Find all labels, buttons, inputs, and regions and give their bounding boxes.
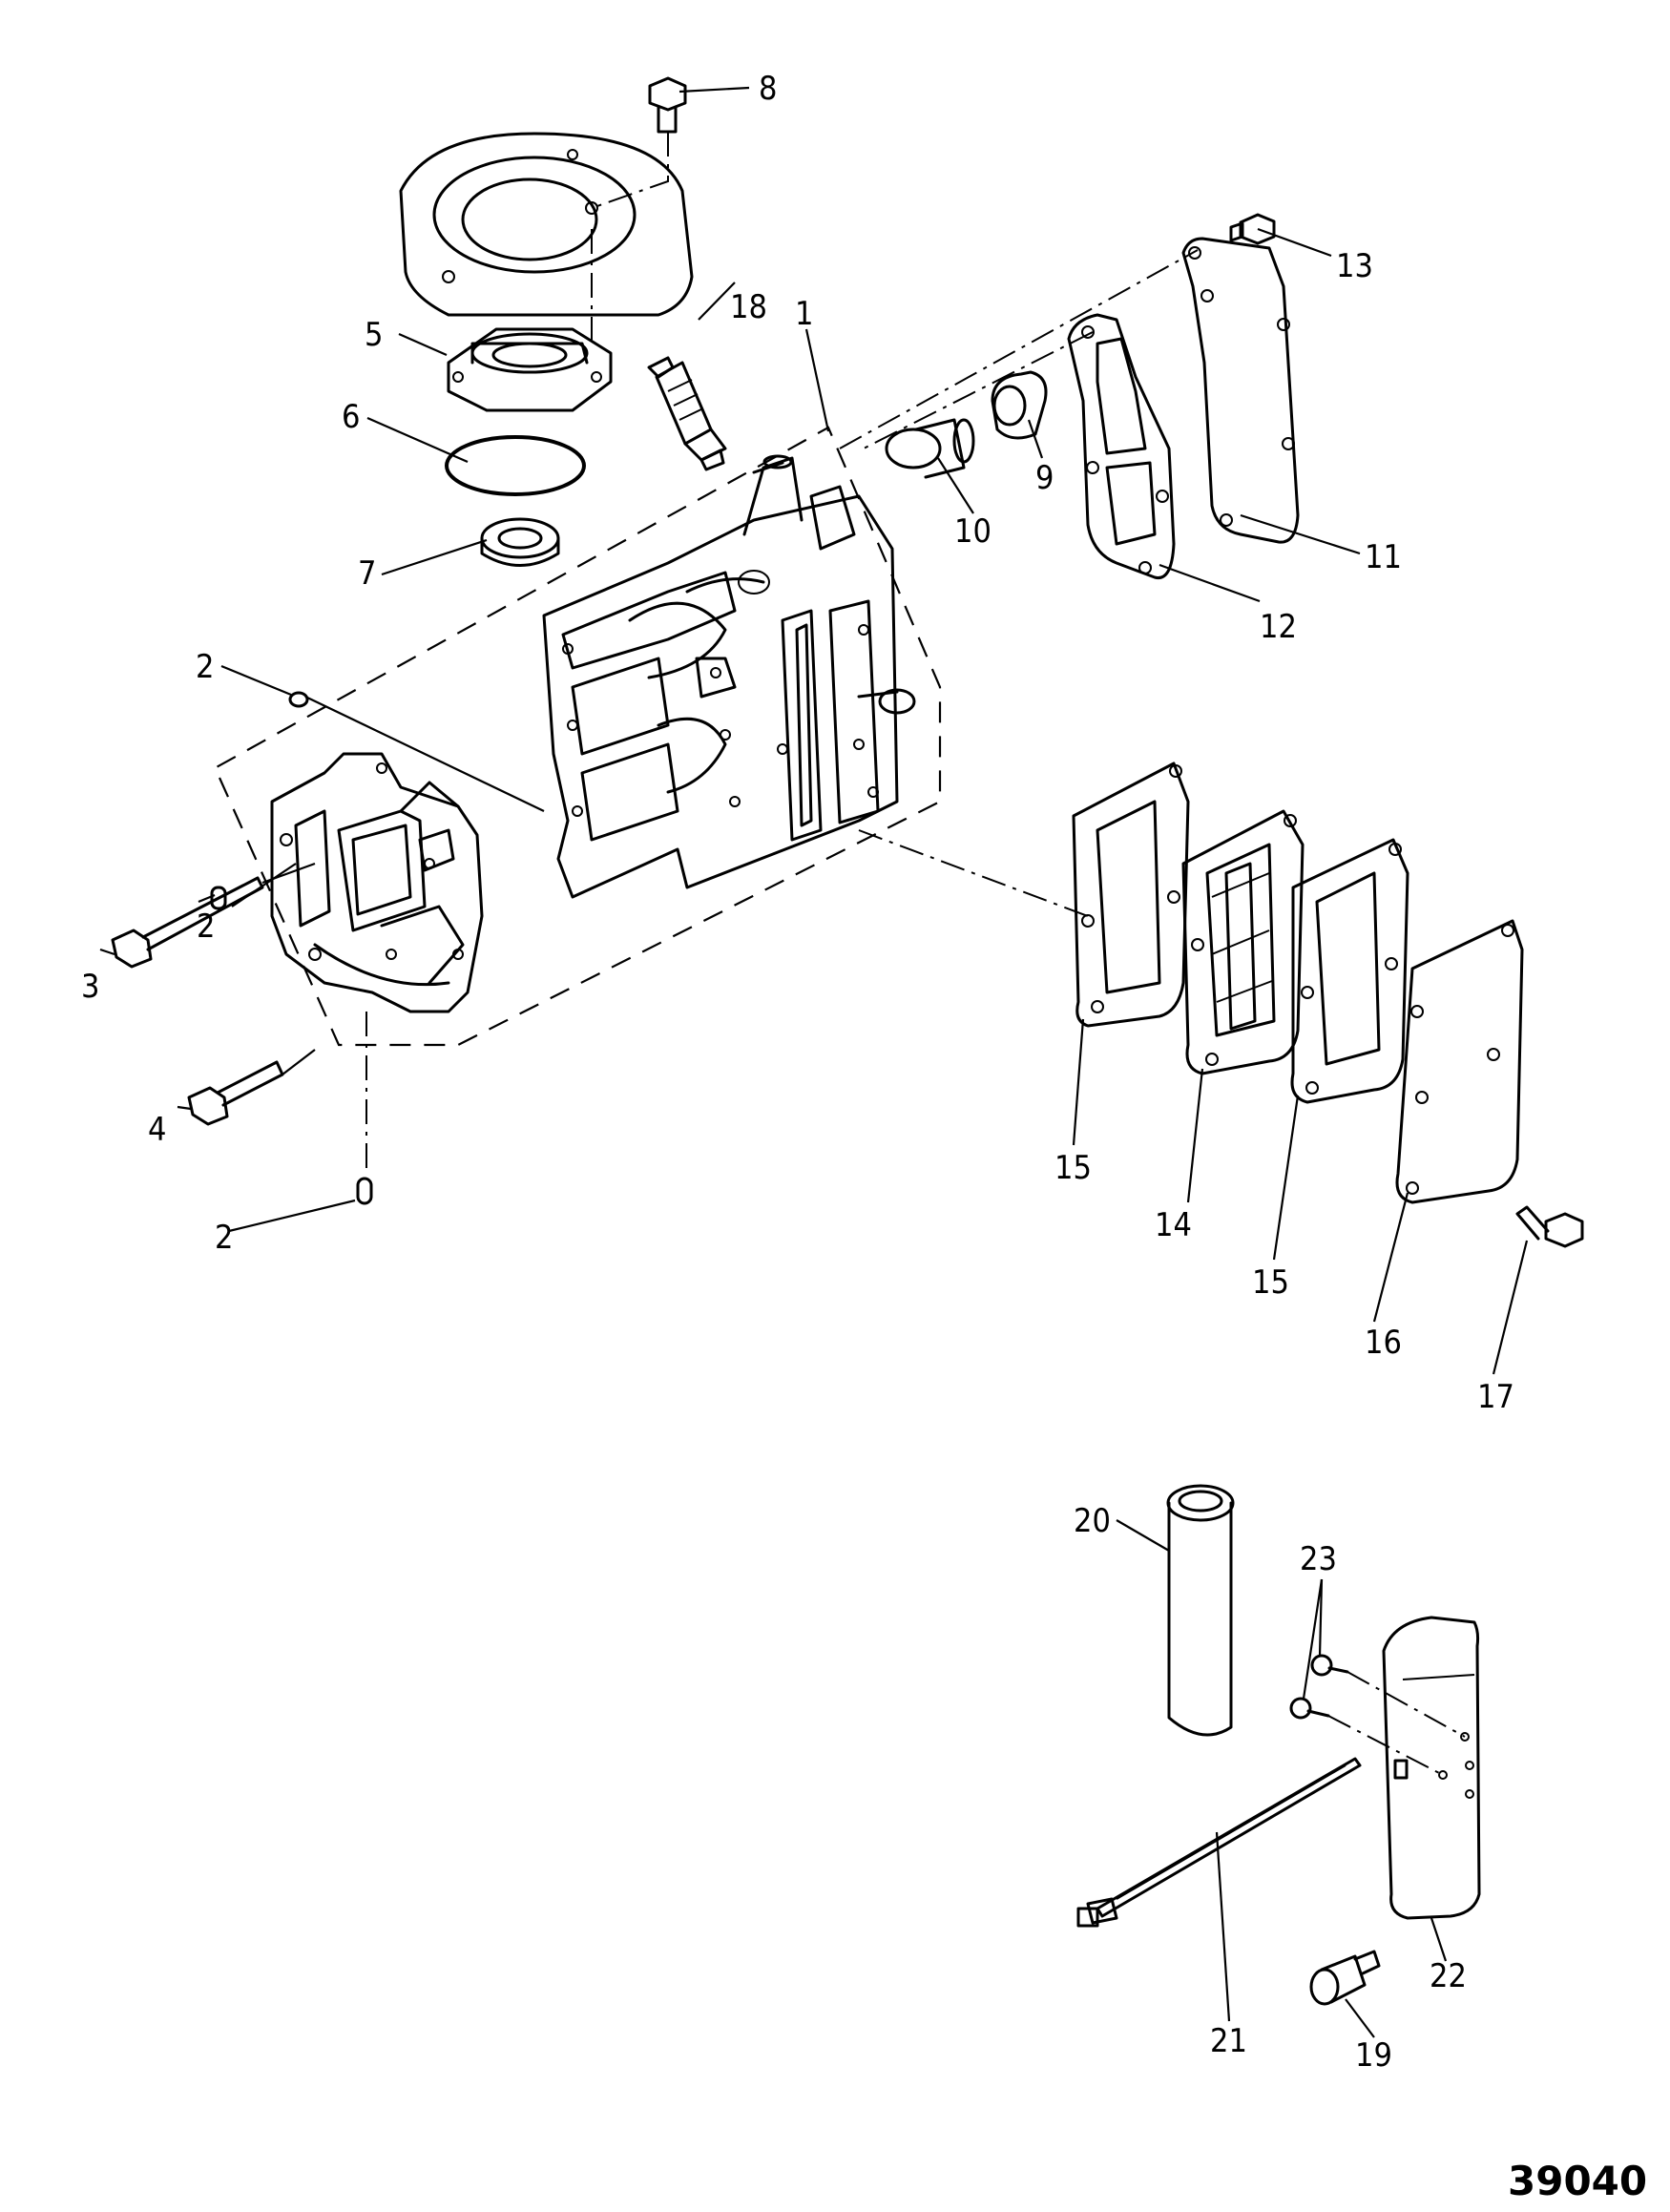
callout-7: 7 — [358, 554, 376, 593]
callout-15-right: 15 — [1252, 1263, 1289, 1302]
callout-22: 22 — [1430, 1957, 1467, 1995]
callout-10: 10 — [954, 512, 992, 551]
long-bolt — [111, 876, 264, 969]
exhaust-tube — [1166, 1484, 1235, 1737]
dowel-pin-upper — [288, 691, 309, 708]
callout-21: 21 — [1210, 2022, 1247, 2060]
callout-2-middle: 2 — [197, 908, 215, 946]
dowel-pin-lower — [356, 1177, 373, 1205]
callout-14: 14 — [1155, 1206, 1192, 1244]
cover-gasket — [1067, 313, 1176, 580]
intake-bolt — [1515, 1205, 1584, 1248]
o-ring — [445, 435, 586, 496]
callout-16: 16 — [1365, 1324, 1402, 1362]
cable-tie — [1076, 1757, 1362, 1928]
end-cap-plate — [399, 132, 694, 317]
tube-cover — [1382, 1616, 1481, 1920]
callout-12: 12 — [1260, 608, 1297, 646]
spark-plug — [647, 356, 727, 471]
callout-17: 17 — [1477, 1378, 1514, 1416]
callout-4: 4 — [148, 1111, 166, 1149]
callout-2-upper: 2 — [196, 648, 214, 686]
thermostat — [885, 418, 975, 479]
callout-6: 6 — [342, 398, 360, 436]
cover-bolt — [1229, 213, 1276, 245]
short-bolt — [187, 1060, 284, 1126]
callout-19: 19 — [1355, 2036, 1392, 2075]
reed-gasket-front — [1072, 762, 1190, 1028]
outer-cover — [1181, 237, 1300, 544]
leader-lines — [99, 86, 1529, 2038]
reed-gasket-rear — [1290, 838, 1409, 1104]
screw-upper — [1310, 1654, 1349, 1677]
callout-11: 11 — [1365, 538, 1402, 576]
callout-23: 23 — [1300, 1540, 1337, 1578]
alignment-lines — [231, 132, 1466, 1776]
dowel-pin-middle — [210, 886, 227, 910]
intake-plate — [1395, 919, 1524, 1204]
bolt-top — [648, 76, 687, 134]
callout-18: 18 — [730, 288, 767, 326]
crankcase-cover — [270, 752, 484, 1013]
screw-lower — [1289, 1697, 1330, 1720]
callout-1: 1 — [795, 295, 813, 333]
grommet — [991, 370, 1048, 440]
callout-20: 20 — [1074, 1502, 1111, 1540]
callout-3: 3 — [81, 968, 99, 1006]
cylinder-block — [542, 454, 916, 899]
temperature-sensor — [1309, 1950, 1381, 2006]
reed-block — [1181, 809, 1305, 1075]
callout-2-lower: 2 — [215, 1219, 233, 1257]
callout-9: 9 — [1035, 459, 1054, 497]
oil-seal — [480, 517, 560, 567]
callout-13: 13 — [1336, 247, 1373, 285]
callout-5: 5 — [365, 316, 383, 354]
callout-8: 8 — [759, 70, 777, 108]
seal-housing — [447, 327, 613, 412]
figure-number: 39040 — [1508, 2158, 1647, 2204]
callout-15-left: 15 — [1054, 1149, 1092, 1187]
